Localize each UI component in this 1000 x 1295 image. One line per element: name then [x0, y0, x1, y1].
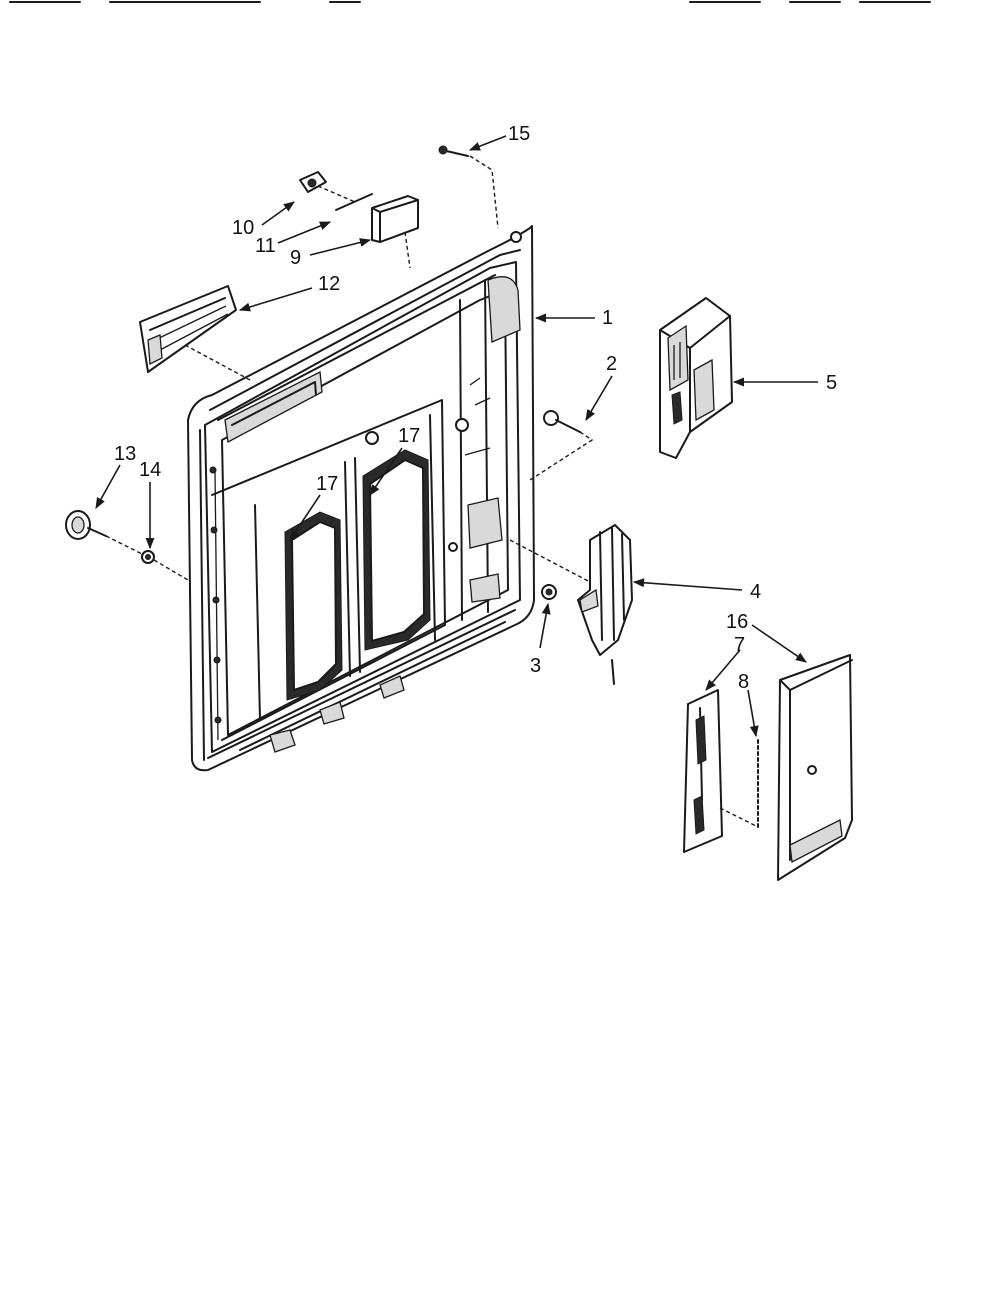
callout-16: 16 — [726, 611, 748, 633]
callout-4: 4 — [750, 581, 761, 603]
clip-and-pin — [299, 171, 373, 211]
top-screw — [438, 145, 499, 229]
callout-12: 12 — [318, 273, 340, 295]
callout-10: 10 — [232, 217, 254, 239]
callout-8: 8 — [738, 671, 749, 693]
leader-lines — [95, 135, 818, 738]
callout-11: 11 — [255, 235, 276, 257]
control-module — [659, 297, 733, 459]
callout-7: 7 — [734, 634, 745, 656]
callout-5: 5 — [826, 372, 837, 394]
nut — [541, 584, 557, 600]
cover-block — [371, 195, 419, 269]
callout-2: 2 — [606, 353, 617, 375]
bolt — [529, 410, 594, 481]
knob-and-washer — [65, 510, 189, 581]
handle-bracket — [139, 285, 251, 381]
latch-bracket-plate — [683, 689, 723, 853]
callout-labels: 1 2 3 4 5 7 8 9 10 11 12 13 14 15 16 17 … — [114, 123, 837, 693]
callout-13: 13 — [114, 443, 136, 465]
callout-9: 9 — [290, 247, 301, 269]
spring — [719, 739, 759, 829]
callout-3: 3 — [530, 655, 541, 677]
side-panel — [777, 654, 853, 881]
callout-17-left: 17 — [316, 473, 338, 495]
callout-14: 14 — [139, 459, 161, 481]
latch-assembly — [509, 524, 633, 685]
inner-door-panel — [187, 225, 535, 772]
callout-15: 15 — [508, 123, 530, 145]
callout-17-right: 17 — [398, 425, 420, 447]
callout-1: 1 — [602, 307, 613, 329]
